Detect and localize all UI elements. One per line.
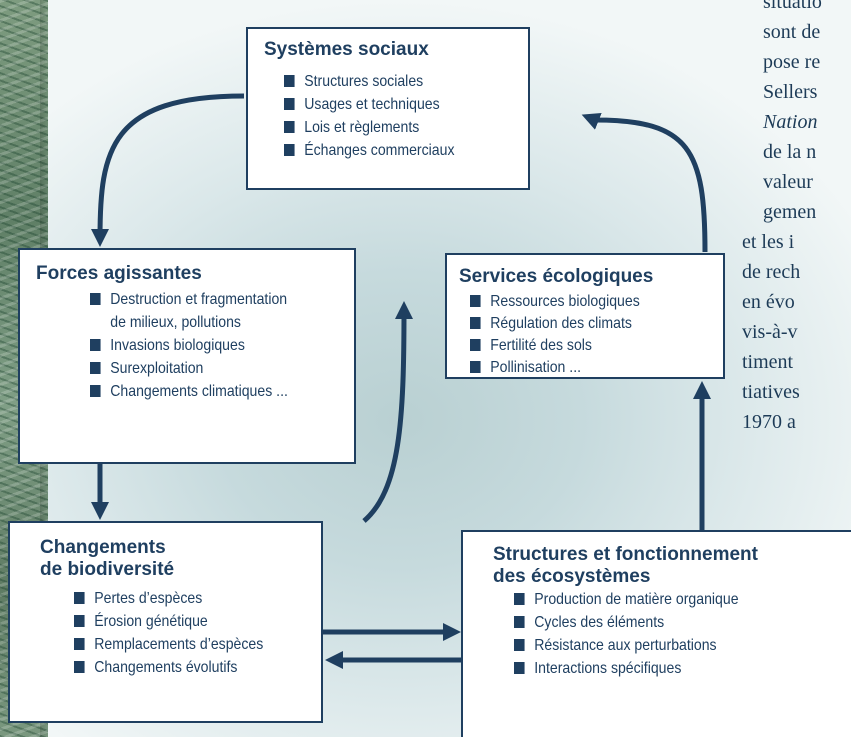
square-bullet-icon xyxy=(74,638,85,650)
square-bullet-icon xyxy=(284,121,295,133)
list-item-continuation: de milieux, pollutions xyxy=(110,314,241,331)
body-line: valeur xyxy=(763,171,813,193)
square-bullet-icon xyxy=(90,385,101,397)
list-item: Changements climatiques ... xyxy=(90,380,288,403)
list-item: Cycles des éléments xyxy=(514,611,739,634)
body-line: timent xyxy=(742,351,794,373)
list-item: Destruction et fragmentation xyxy=(90,288,288,311)
arrow-services-to-social xyxy=(581,112,708,253)
square-bullet-icon xyxy=(90,362,101,374)
list-item: Échanges commerciaux xyxy=(284,139,455,162)
square-bullet-icon xyxy=(74,615,85,627)
square-bullet-icon xyxy=(284,98,295,110)
item-list: Ressources biologiques Régulation des cl… xyxy=(470,291,663,379)
list-item: Remplacements d’espèces xyxy=(74,633,263,656)
arrow-social-to-forces xyxy=(91,93,245,247)
square-bullet-icon xyxy=(470,295,481,307)
box-title: Forces agissantes xyxy=(36,263,202,284)
square-bullet-icon xyxy=(470,339,481,351)
list-item: Résistance aux perturbations xyxy=(514,634,739,657)
list-item: Pollinisation ... xyxy=(470,357,640,379)
list-item: Interactions spécifiques xyxy=(514,657,739,680)
box-title: Systèmes sociaux xyxy=(264,39,429,60)
square-bullet-icon xyxy=(470,361,481,373)
list-item: Surexploitation xyxy=(90,357,288,380)
list-item: Pertes d’espèces xyxy=(74,587,263,610)
body-line: pose re xyxy=(763,51,821,73)
list-item: Fertilité des sols xyxy=(470,335,640,357)
body-line: en évo xyxy=(742,291,795,313)
list-item: Lois et règlements xyxy=(284,116,455,139)
social-systems-box: Systèmes sociaux Structures sociales Usa… xyxy=(246,27,530,190)
body-line: vis-à-v xyxy=(742,321,798,343)
item-list: Pertes d’espèces Érosion génétique Rempl… xyxy=(74,587,289,679)
body-line: et les i xyxy=(742,231,795,253)
body-line: de rech xyxy=(742,261,801,283)
body-line: sont de xyxy=(763,21,821,43)
box-title: Services écologiques xyxy=(459,266,654,287)
body-line: tiatives xyxy=(742,381,800,403)
driving-forces-box: Forces agissantes Destruction et fragmen… xyxy=(18,248,356,464)
list-item: Production de matière organique xyxy=(514,588,739,611)
list-item: Structures sociales xyxy=(284,70,455,93)
list-item: Changements évolutifs xyxy=(74,656,263,679)
square-bullet-icon xyxy=(74,661,85,673)
list-item: Régulation des climats xyxy=(470,313,640,335)
square-bullet-icon xyxy=(514,639,525,651)
box-title-line: de biodiversité xyxy=(40,559,175,580)
square-bullet-icon xyxy=(470,317,481,329)
square-bullet-icon xyxy=(90,293,101,305)
box-title: Changements de biodiversité xyxy=(40,537,174,581)
body-line: 1970 a xyxy=(742,411,796,433)
arrow-changes-to-social xyxy=(362,301,413,523)
list-item: Ressources biologiques xyxy=(470,291,640,313)
list-item: Invasions biologiques xyxy=(90,334,288,357)
item-list: Structures sociales Usages et techniques… xyxy=(284,70,478,162)
list-item: Érosion génétique xyxy=(74,610,263,633)
item-list: Destruction et fragmentation de milieux,… xyxy=(90,288,315,403)
body-line: de la n xyxy=(763,141,817,163)
body-line: Sellers xyxy=(763,81,818,103)
box-title-line: Structures et fonctionnement xyxy=(493,544,758,565)
cropped-body-text: situatio sont de pose re Sellers Nation … xyxy=(738,0,851,510)
ecosystem-structures-box: Structures et fonctionnement des écosyst… xyxy=(461,530,851,737)
ecological-services-box: Services écologiques Ressources biologiq… xyxy=(445,253,725,379)
box-title-line: des écosystèmes xyxy=(493,566,651,587)
item-list: Production de matière organique Cycles d… xyxy=(514,588,769,680)
square-bullet-icon xyxy=(284,75,295,87)
square-bullet-icon xyxy=(90,339,101,351)
biodiversity-changes-box: Changements de biodiversité Pertes d’esp… xyxy=(8,521,323,723)
square-bullet-icon xyxy=(514,662,525,674)
body-line: Nation xyxy=(763,111,818,133)
body-line: gemen xyxy=(763,201,817,223)
square-bullet-icon xyxy=(284,144,295,156)
body-line: situatio xyxy=(763,0,822,13)
square-bullet-icon xyxy=(514,593,525,605)
square-bullet-icon xyxy=(514,616,525,628)
box-title-line: Changements xyxy=(40,537,166,558)
square-bullet-icon xyxy=(74,592,85,604)
list-item: Usages et techniques xyxy=(284,93,455,116)
box-title: Structures et fonctionnement des écosyst… xyxy=(493,544,758,588)
